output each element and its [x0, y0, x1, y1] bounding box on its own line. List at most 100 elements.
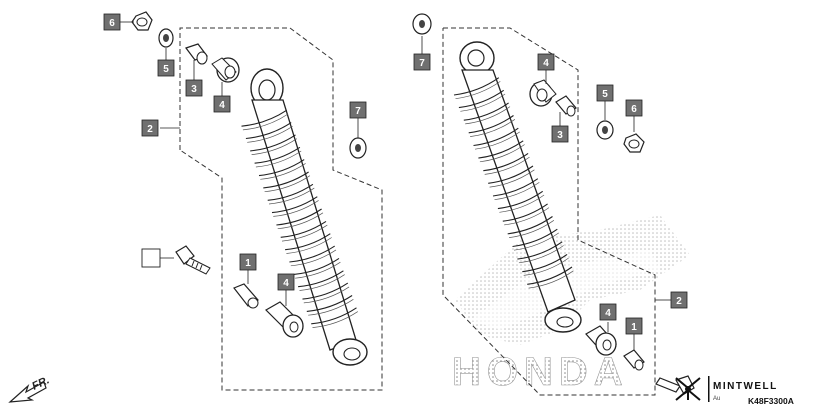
spring-coil	[263, 171, 309, 189]
spring-coil	[250, 134, 296, 152]
spring-coil-shade	[455, 81, 501, 100]
spring-coil-shade	[251, 138, 297, 155]
spring-coil	[241, 109, 288, 127]
callout-label: 6	[631, 104, 637, 115]
callout-5-right[interactable]: 5	[596, 84, 614, 102]
spring-coil-shade	[312, 311, 358, 328]
left-assembly-frame	[179, 27, 383, 391]
brand-logo-subtext: Au	[713, 396, 720, 402]
front-arrow-icon: FR.	[8, 374, 51, 403]
left-washer-7	[349, 137, 367, 159]
callout-label: 4	[283, 278, 289, 289]
callout-label: 6	[109, 18, 115, 29]
spring-coil	[311, 307, 357, 325]
spring-coil	[492, 178, 539, 197]
left-bushing-4-bottom	[265, 301, 304, 338]
spring-coil-shade	[484, 156, 530, 175]
spring-coil	[285, 233, 331, 251]
right-nut-6	[623, 133, 645, 153]
honda-watermark-text: HONDA	[452, 350, 629, 394]
left-collar-1	[233, 283, 259, 309]
right-collar-3	[555, 95, 577, 117]
spring-coil-shade	[465, 106, 511, 125]
spring-coil	[507, 216, 553, 235]
right-bushing-4-top	[529, 79, 557, 107]
spring-coil	[458, 89, 505, 109]
spring-coil-shade	[295, 261, 341, 279]
spring-coil	[478, 140, 524, 159]
callout-2-left[interactable]: 2	[141, 119, 159, 137]
spring-coil-shade	[273, 200, 319, 217]
right-shock-absorber	[453, 41, 582, 333]
spring-coil	[302, 282, 349, 300]
callout-5-left[interactable]: 5	[157, 59, 175, 77]
spring-coil-shade	[474, 131, 521, 150]
callout-label: 2	[147, 124, 153, 135]
callout-3-left[interactable]: 3	[185, 79, 203, 97]
spring-coil	[463, 102, 509, 121]
spring-coil	[527, 266, 573, 285]
callout-4-left-bottom[interactable]: 4	[277, 273, 295, 291]
spring-coil-shade	[281, 224, 328, 242]
left-nut-6	[131, 11, 153, 31]
spring-coil	[289, 245, 336, 263]
callout-label: 3	[191, 84, 197, 95]
callout-label: 4	[605, 308, 611, 319]
spring-coil	[522, 253, 568, 273]
spring-coil-shade	[489, 169, 535, 188]
left-shock-absorber	[241, 68, 368, 366]
spring-coil-shade	[499, 194, 545, 213]
spring-coil-shade	[303, 286, 350, 304]
spring-coil-shade	[268, 187, 315, 205]
callout-2-right[interactable]: 2	[670, 291, 688, 309]
callout-6-right[interactable]: 6	[625, 99, 643, 117]
callout-4-right-top[interactable]: 4	[537, 53, 555, 71]
right-spring-coils	[453, 77, 574, 289]
spring-coil-shade	[479, 144, 525, 163]
right-washer-7	[412, 13, 432, 35]
spring-coil	[267, 183, 314, 201]
brand-logo-text: MINTWELL	[713, 381, 778, 392]
callout-label: 2	[676, 296, 682, 307]
right-collar-1	[623, 349, 645, 371]
callout-label: 7	[355, 106, 361, 117]
spring-coil-shade	[255, 150, 302, 168]
callout-label: 1	[631, 322, 637, 333]
spring-coil	[293, 257, 340, 275]
callout-3-right[interactable]: 3	[551, 125, 569, 143]
spring-coil	[473, 127, 519, 147]
spring-coil	[271, 196, 318, 214]
leader-lines	[118, 21, 671, 350]
callout-label: 4	[543, 58, 549, 69]
spring-coil-shade	[290, 249, 337, 267]
spring-coil-shade	[260, 163, 306, 180]
callout-label: 7	[419, 58, 425, 69]
callout-7-right[interactable]: 7	[413, 53, 431, 71]
spring-coil-shade	[528, 270, 574, 289]
spring-coil-shade	[286, 237, 332, 254]
spring-coil	[276, 208, 322, 226]
spring-coil-shade	[242, 113, 289, 131]
spring-coil-shade	[247, 126, 293, 143]
callout-label: 1	[245, 258, 251, 269]
diagram-code: K48F3300A	[748, 396, 794, 406]
spring-coil-shade	[308, 299, 354, 316]
spring-coil	[502, 203, 548, 222]
callout-4-right-bottom[interactable]: 4	[599, 303, 617, 321]
spring-coil-shade	[277, 212, 324, 230]
spring-coil-shade	[460, 93, 506, 112]
callout-1-left[interactable]: 1	[239, 253, 257, 271]
callout-7-left[interactable]: 7	[349, 101, 367, 119]
callout-6-left[interactable]: 6	[103, 13, 121, 31]
spring-coil	[280, 220, 327, 238]
callout-4-left-top[interactable]: 4	[213, 95, 231, 113]
honda-watermark: HONDA	[452, 215, 690, 394]
spring-coil	[258, 159, 305, 177]
callout-1-right[interactable]: 1	[625, 317, 643, 335]
left-washer-5	[158, 28, 174, 48]
callout-blank-left[interactable]	[141, 248, 161, 268]
spring-coil-shade	[494, 182, 540, 201]
spring-coil	[306, 295, 353, 312]
spring-coil	[497, 190, 544, 210]
